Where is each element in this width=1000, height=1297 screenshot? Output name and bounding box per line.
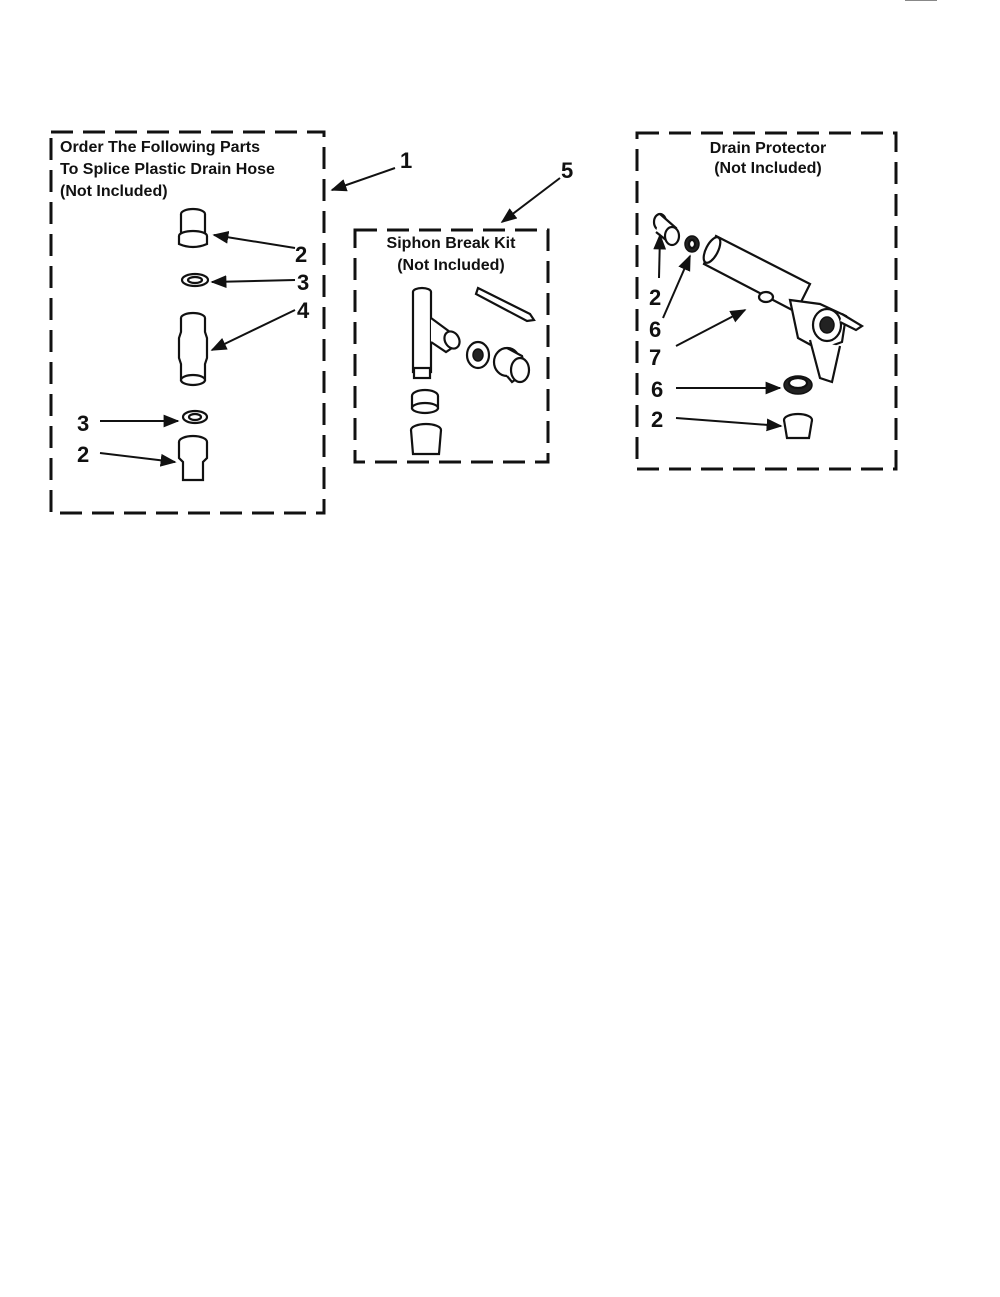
splice-bottom-coupler [177,434,209,482]
siphon-tee-fitting [411,286,461,380]
callout-protector-body: 7 [649,345,661,370]
protector-left-coupler [652,212,681,247]
splice-kit-group: Order The Following Parts To Splice Plas… [49,130,326,515]
splice-bottom-clamp [181,409,209,425]
siphon-cap [492,346,531,384]
splice-top-coupler [177,207,209,249]
protector-body [702,234,865,384]
callout-splice-bottom-coupler: 2 [77,442,89,467]
drain-protector-group: Drain Protector (Not Included) [635,131,898,471]
protector-bottom-coupler [782,412,814,440]
splice-top-clamp [180,272,210,288]
page-corner-text: —— [905,0,937,8]
splice-kit-box [49,130,326,515]
callout-protector-bottom-gasket: 6 [651,377,663,402]
siphon-title-line-2: (Not Included) [397,257,505,274]
siphon-lower-coupler [409,422,443,456]
splice-title-line-3: (Not Included) [60,183,168,200]
protector-title-line-2: (Not Included) [714,160,822,177]
callout-splice-group: 1 [400,148,412,173]
siphon-nut [465,340,491,370]
protector-bottom-gasket [783,375,813,395]
callout-splice-connector: 4 [297,298,310,323]
callout-splice-top-clamp: 3 [297,270,309,295]
splice-title-line-2: To Splice Plastic Drain Hose [60,161,275,178]
callout-protector-left-coupler: 2 [649,285,661,310]
siphon-break-kit-group: Siphon Break Kit (Not Included) [353,228,550,464]
siphon-lower-nut [410,388,440,415]
callout-splice-bottom-clamp: 3 [77,411,89,436]
callout-siphon-group: 5 [561,158,573,183]
callout-splice-top-coupler: 2 [295,242,307,267]
drain-protector-box [635,131,898,471]
splice-connector [177,311,209,387]
protector-title-line-1: Drain Protector [710,140,826,157]
callout-protector-left-gasket: 6 [649,317,661,342]
callout-protector-bottom-coupler: 2 [651,407,663,432]
splice-title-line-1: Order The Following Parts [60,139,260,156]
siphon-pin [474,286,536,323]
protector-left-gasket [684,235,700,253]
siphon-title-line-1: Siphon Break Kit [387,235,517,252]
siphon-kit-box [353,228,550,464]
